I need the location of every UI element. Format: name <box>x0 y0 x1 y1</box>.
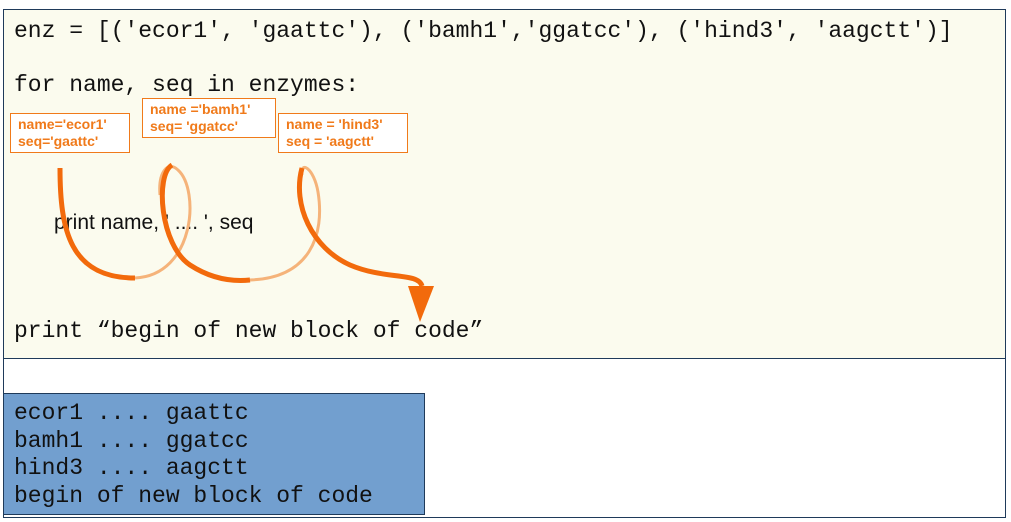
loop-arrow-iteration-2 <box>159 162 251 283</box>
loop-back-arrow-1 <box>134 164 192 280</box>
loop-exit-arrowhead <box>408 286 434 322</box>
callout-ecor1-seq: seq='gaattc' <box>18 133 99 149</box>
callout-hind3-name: name = 'hind3' <box>286 116 383 132</box>
output-line: hind3 .... aagctt <box>14 455 249 481</box>
output-lines: ecor1 .... gaattc bamh1 .... ggatcc hind… <box>4 394 424 510</box>
loop-back-arrow-2 <box>249 165 322 282</box>
output-line: begin of new block of code <box>14 482 373 509</box>
callout-bamh1: name ='bamh1' seq= 'ggatcc' <box>142 98 276 138</box>
output-panel: ecor1 .... gaattc bamh1 .... ggatcc hind… <box>3 393 425 515</box>
callout-hind3-seq: seq = 'aagctt' <box>286 133 374 149</box>
loop-arrow-iteration-3 <box>296 167 425 288</box>
output-line: bamh1 .... ggatcc <box>14 427 249 454</box>
code-line-for: for name, seq in enzymes: <box>14 72 360 98</box>
loop-arrow-iteration-1 <box>57 167 136 281</box>
code-panel <box>3 9 1006 359</box>
code-line-enz: enz = [('ecor1', 'gaattc'), ('bamh1','gg… <box>14 18 953 44</box>
callout-bamh1-seq: seq= 'ggatcc' <box>150 118 238 134</box>
output-line: ecor1 .... gaattc <box>14 400 249 426</box>
callout-bamh1-name: name ='bamh1' <box>150 101 251 117</box>
callout-ecor1: name='ecor1' seq='gaattc' <box>10 113 130 153</box>
callout-hind3: name = 'hind3' seq = 'aagctt' <box>278 113 408 153</box>
code-line-print-end: print “begin of new block of code” <box>14 318 484 344</box>
callout-ecor1-name: name='ecor1' <box>18 116 107 132</box>
